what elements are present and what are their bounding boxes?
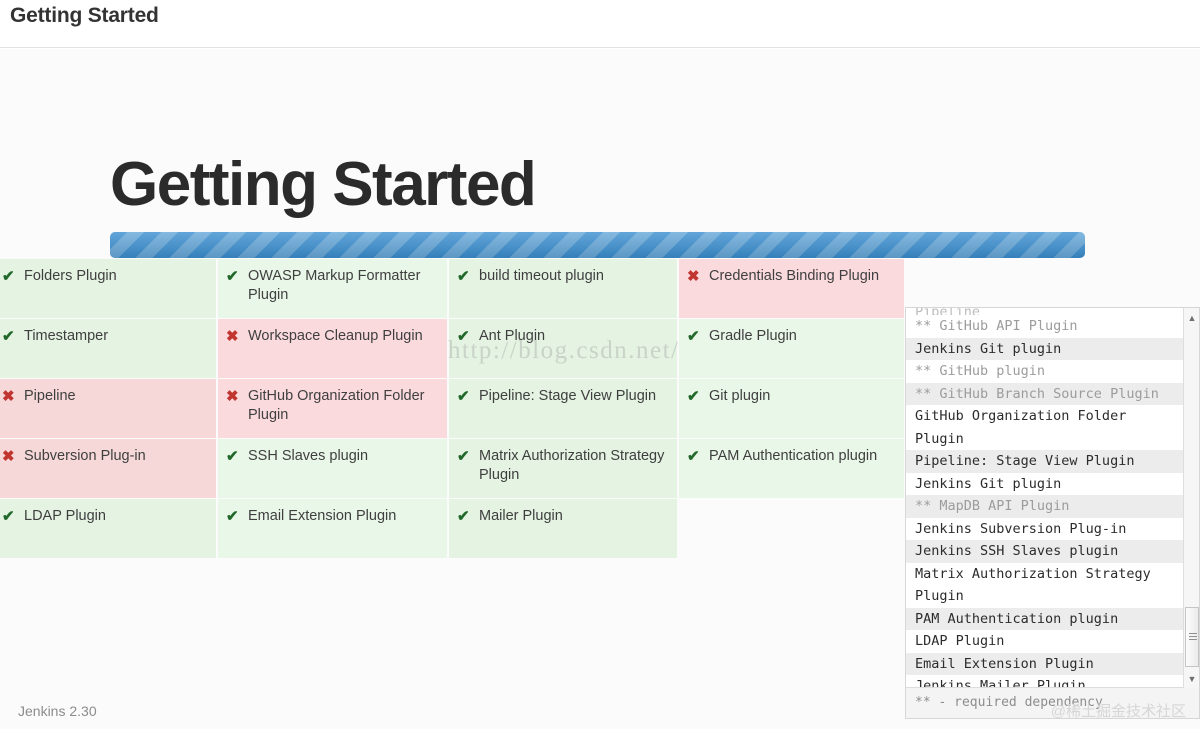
- install-log-line: Jenkins Git plugin: [915, 475, 1062, 492]
- cross-icon: ✖: [2, 448, 15, 465]
- plugin-status-grid: ✔ Folders Plugin ✔ OWASP Markup Formatter P…: [0, 259, 904, 558]
- plugin-name-label: Ant Plugin: [479, 328, 546, 344]
- plugin-cell: ✔ OWASP Markup Formatter Plugin: [218, 259, 447, 318]
- install-log-line: Jenkins Mailer Plugin: [915, 678, 1086, 688]
- install-log-line: Matrix Authorization Strategy Plugin: [915, 565, 1151, 605]
- install-log-line: Pipeline: [906, 308, 1184, 315]
- check-icon: ✔: [226, 508, 239, 525]
- plugin-cell: ✔ Ant Plugin: [449, 319, 677, 378]
- scroll-down-icon[interactable]: ▼: [1187, 674, 1197, 684]
- check-icon: ✔: [457, 268, 470, 285]
- top-header-bar: Getting Started: [0, 0, 1200, 48]
- install-log-line: Jenkins SSH Slaves plugin: [906, 540, 1184, 563]
- plugin-name-label: SSH Slaves plugin: [248, 448, 369, 464]
- plugin-cell: ✔ Git plugin: [679, 379, 904, 438]
- install-heading: Getting Started: [110, 150, 537, 219]
- install-log-line: Jenkins Subversion Plug-in: [915, 520, 1127, 537]
- plugin-cell: ✔ Folders Plugin: [0, 259, 216, 318]
- install-log-line: PAM Authentication plugin: [906, 607, 1184, 630]
- scrollbar-thumb[interactable]: [1185, 607, 1199, 667]
- plugin-cell: ✔ PAM Authentication plugin: [679, 439, 904, 498]
- plugin-cell: ✔ Timestamper: [0, 319, 216, 378]
- plugin-name-label: Timestamper: [24, 328, 109, 344]
- check-icon: ✔: [2, 508, 15, 525]
- check-icon: ✔: [687, 448, 700, 465]
- plugin-cell: ✖ Subversion Plug-in: [0, 439, 216, 498]
- plugin-name-label: GitHub Organization Folder Plugin: [248, 388, 425, 423]
- install-log-line: Pipeline: Stage View Plugin: [906, 450, 1184, 473]
- main-canvas: Getting Started ✔ Folders Plugin ✔ OWASP Ma…: [0, 49, 1200, 729]
- plugin-name-label: LDAP Plugin: [24, 508, 106, 524]
- check-icon: ✔: [226, 268, 239, 285]
- check-icon: ✔: [687, 328, 700, 345]
- plugin-cell: ✔ Mailer Plugin: [449, 499, 677, 558]
- plugin-name-label: Pipeline: Stage View Plugin: [479, 388, 657, 404]
- install-progress-bar: [110, 232, 1085, 258]
- jenkins-version-label: Jenkins 2.30: [18, 703, 97, 719]
- scrollbar-grip-icon: [1189, 633, 1197, 641]
- page-title: Getting Started: [10, 4, 159, 27]
- juejin-watermark: @稀土掘金技术社区: [1050, 703, 1186, 720]
- scroll-up-icon[interactable]: ▲: [1187, 313, 1197, 323]
- plugin-cell: ✔ Pipeline: Stage View Plugin: [449, 379, 677, 438]
- check-icon: ✔: [2, 268, 15, 285]
- plugin-cell: ✖ Workspace Cleanup Plugin: [218, 319, 447, 378]
- install-log-line: ** GitHub plugin: [915, 363, 1046, 379]
- install-log-line: ** GitHub Branch Source Plugin: [906, 382, 1184, 405]
- cross-icon: ✖: [687, 268, 700, 285]
- cross-icon: ✖: [2, 388, 15, 405]
- install-log-line: GitHub Organization Folder Plugin: [915, 408, 1127, 447]
- check-icon: ✔: [687, 388, 700, 405]
- plugin-name-label: PAM Authentication plugin: [709, 448, 878, 464]
- plugin-cell: ✔ Gradle Plugin: [679, 319, 904, 378]
- install-progress-fill: [110, 232, 1085, 258]
- install-log-line: ** MapDB API Plugin: [906, 495, 1184, 518]
- plugin-cell: ✔ Email Extension Plugin: [218, 499, 447, 558]
- plugin-name-label: Git plugin: [709, 388, 771, 404]
- plugin-name-label: Mailer Plugin: [479, 508, 563, 524]
- plugin-name-label: Matrix Authorization Strategy Plugin: [479, 448, 665, 483]
- check-icon: ✔: [226, 448, 239, 465]
- dependency-footnote: ** - required dependency: [906, 688, 1199, 718]
- plugin-cell: ✖ Pipeline: [0, 379, 216, 438]
- plugin-name-label: Email Extension Plugin: [248, 508, 397, 524]
- plugin-cell: ✔ LDAP Plugin: [0, 499, 216, 558]
- plugin-cell-empty: [679, 499, 904, 558]
- plugin-name-label: Pipeline: [24, 388, 76, 404]
- cross-icon: ✖: [226, 388, 239, 405]
- plugin-name-label: Gradle Plugin: [709, 328, 797, 344]
- install-log-scrollbar[interactable]: ▲ ▼: [1183, 308, 1199, 689]
- install-log-line: ** GitHub API Plugin: [915, 318, 1078, 334]
- check-icon: ✔: [457, 448, 470, 465]
- plugin-name-label: Subversion Plug-in: [24, 448, 146, 464]
- plugin-name-label: build timeout plugin: [479, 268, 604, 284]
- plugin-cell: ✖ GitHub Organization Folder Plugin: [218, 379, 447, 438]
- check-icon: ✔: [457, 508, 470, 525]
- check-icon: ✔: [457, 388, 470, 405]
- plugin-name-label: Credentials Binding Plugin: [709, 268, 880, 284]
- check-icon: ✔: [2, 328, 15, 345]
- install-log-line: Email Extension Plugin: [906, 652, 1184, 675]
- install-log-line: Jenkins Git plugin: [906, 337, 1184, 360]
- plugin-cell: ✔ SSH Slaves plugin: [218, 439, 447, 498]
- plugin-name-label: Workspace Cleanup Plugin: [248, 328, 423, 344]
- plugin-cell: ✔ Matrix Authorization Strategy Plugin: [449, 439, 677, 498]
- plugin-cell: ✔ build timeout plugin: [449, 259, 677, 318]
- check-icon: ✔: [457, 328, 470, 345]
- install-log-line: LDAP Plugin: [915, 633, 1005, 649]
- cross-icon: ✖: [226, 328, 239, 345]
- plugin-cell: ✖ Credentials Binding Plugin: [679, 259, 904, 318]
- plugin-name-label: OWASP Markup Formatter Plugin: [248, 268, 421, 303]
- plugin-name-label: Folders Plugin: [24, 268, 117, 284]
